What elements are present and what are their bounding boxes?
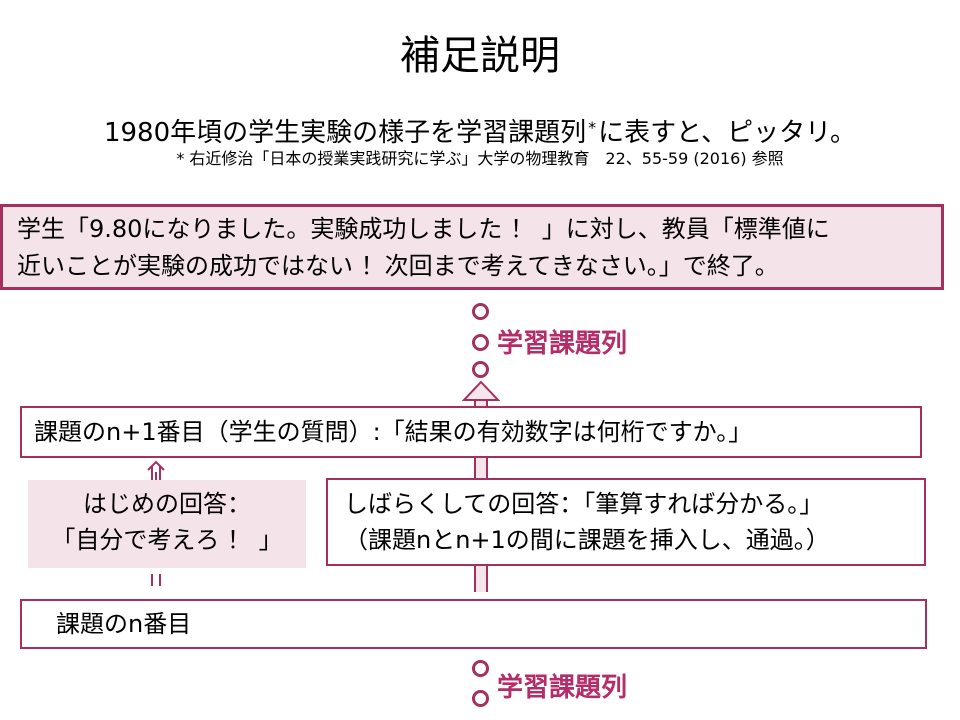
top-explanation-line2: 近いことが実験の成功ではない ！次回まで考えてきなさい。」で終了。 — [17, 252, 779, 280]
top-explanation-box: 学生「9.80になりました。実験成功しました ！ 」に対し、教員「標準値に 近い… — [0, 204, 944, 290]
sequence-dot-4 — [472, 660, 489, 677]
first-answer-line1: はじめの回答： — [83, 490, 251, 518]
sequence-dot-5 — [472, 690, 489, 707]
sequence-dot-3 — [472, 361, 489, 378]
sequence-label-top: 学習課題列 — [497, 329, 628, 359]
progress-arrow-head — [462, 380, 500, 401]
sequence-label-bottom: 学習課題列 — [497, 673, 628, 703]
task-n-box: 課題のn番目 — [20, 599, 927, 649]
first-answer-box: はじめの回答： 「自分で考えろ ！ 」 — [28, 480, 306, 568]
task-n-text: 課題のn番目 — [56, 610, 192, 638]
subtitle-main: 1980年頃の学生実験の様子を学習課題列 — [103, 118, 587, 148]
subtitle-rest: に表すと、ピッタリ。 — [598, 118, 857, 148]
later-answer-line1: しばらくしての回答：「筆算すれば分かる。」 — [344, 490, 824, 518]
task-n-plus-1-box: 課題のn+1番目（学生の質問）:「結果の有効数字は何桁ですか。」 — [20, 406, 922, 458]
sequence-dot-1 — [472, 303, 489, 320]
left-return-arrow — [147, 460, 165, 586]
task-n-plus-1-text: 課題のn+1番目（学生の質問）:「結果の有効数字は何桁ですか。」 — [34, 418, 753, 446]
first-answer-line2: 「自分で考えろ ！ 」 — [51, 526, 283, 554]
page-title: 補足説明 — [400, 33, 560, 79]
footnote: * 右近修治「日本の授業実践研究に学ぶ」大学の物理教育 22、55-59 (20… — [176, 149, 784, 168]
later-answer-box: しばらくしての回答：「筆算すれば分かる。」 （課題nとn+1の間に課題を挿入し、… — [326, 478, 926, 566]
subtitle: 1980年頃の学生実験の様子を学習課題列*に表すと、ピッタリ。 — [0, 110, 960, 151]
sequence-dot-2 — [472, 334, 489, 351]
top-explanation-line1: 学生「9.80になりました。実験成功しました ！ 」に対し、教員「標準値に — [17, 215, 830, 243]
later-answer-line2: （課題nとn+1の間に課題を挿入し、通過。） — [344, 526, 830, 554]
subtitle-footnote-mark: * — [588, 118, 597, 137]
